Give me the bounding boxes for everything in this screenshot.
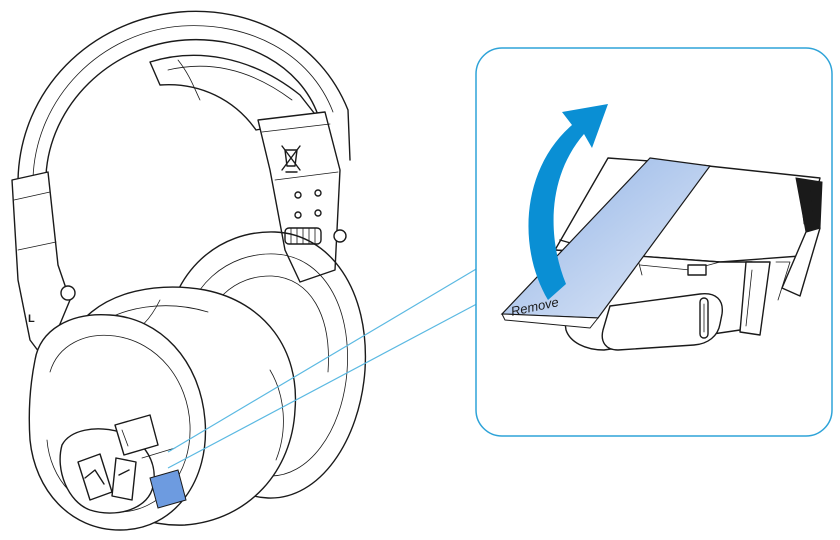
headband-pad bbox=[149, 54, 319, 131]
sennheiser-logo-icon bbox=[77, 453, 137, 501]
right-slider bbox=[257, 111, 341, 283]
lift-arrow-icon bbox=[528, 104, 608, 300]
headband-outer bbox=[17, 10, 351, 181]
battery-latch bbox=[601, 293, 723, 351]
battery-slot bbox=[114, 414, 159, 456]
side-mark: L bbox=[28, 313, 35, 325]
crossed-bin-icon bbox=[281, 145, 301, 173]
headphone: L bbox=[11, 10, 367, 531]
battery-tab-strip bbox=[149, 469, 187, 509]
headband-inner bbox=[45, 38, 319, 176]
callout-leader bbox=[167, 261, 489, 469]
